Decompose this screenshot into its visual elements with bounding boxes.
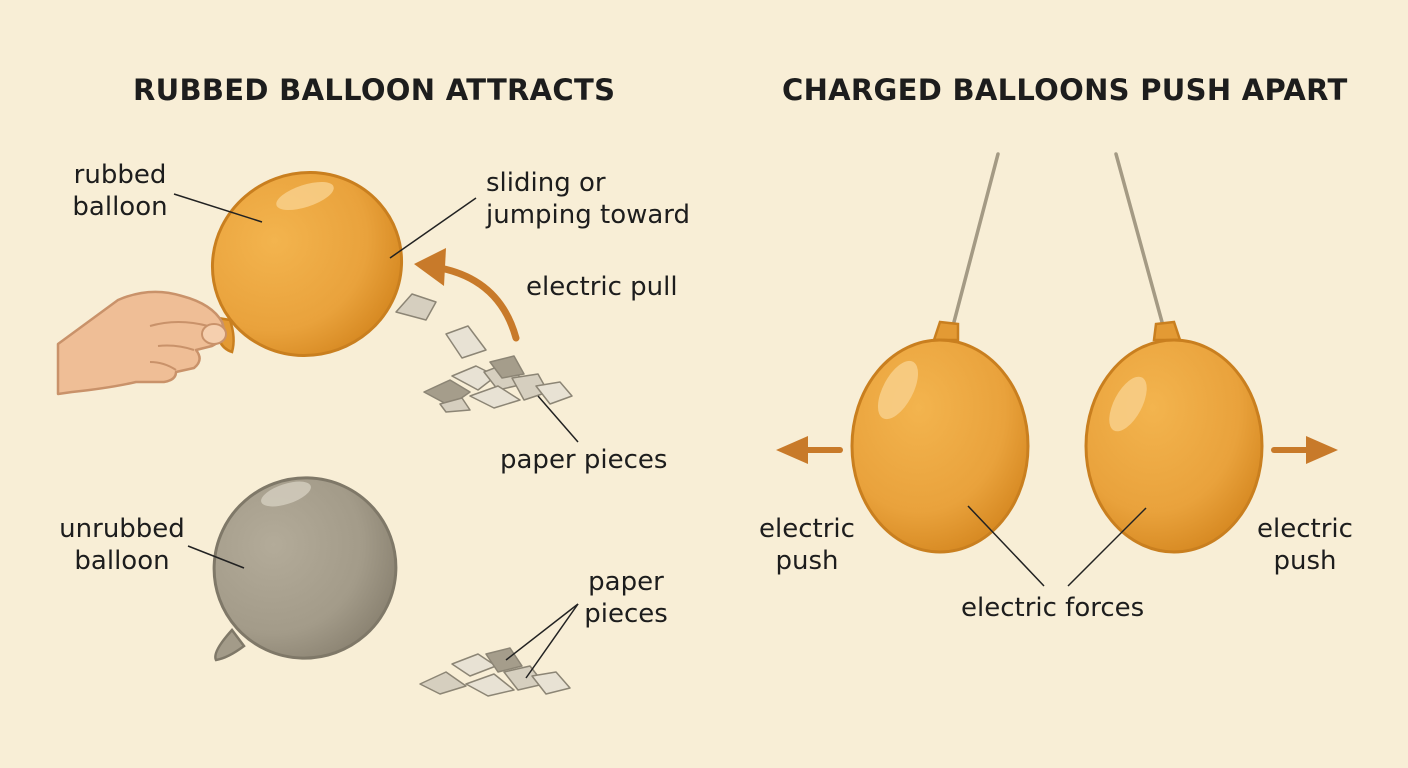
right-panel-title: CHARGED BALLOONS PUSH APART	[782, 73, 1348, 107]
paper-pieces-icon	[395, 293, 573, 413]
arrow-left-icon	[776, 436, 843, 464]
unrubbed-balloon-icon	[212, 476, 398, 662]
sliding-label: sliding or jumping toward	[486, 168, 691, 230]
unrubbed-balloon-label: unrubbed balloon	[59, 514, 185, 576]
paper-pieces-label: paper pieces	[500, 445, 668, 475]
hand-icon	[56, 290, 227, 396]
curved-arrow-icon	[414, 248, 520, 342]
electric-pull-label: electric pull	[526, 272, 678, 302]
electric-push-right-label: electric push	[1257, 514, 1353, 576]
arrow-right-icon	[1271, 436, 1338, 464]
leader-lines	[173, 193, 1147, 679]
string-icon	[952, 152, 1164, 324]
electric-forces-label: electric forces	[961, 593, 1145, 623]
paper-pieces-label-bottom: paper pieces	[584, 567, 668, 629]
electric-push-left-label: electric push	[759, 514, 855, 576]
left-panel-title: RUBBED BALLOON ATTRACTS	[133, 73, 616, 107]
charged-balloon-left-icon	[850, 320, 1030, 554]
rubbed-balloon-icon	[210, 171, 404, 357]
paper-pieces-icon	[419, 647, 571, 697]
rubbed-balloon-label: rubbed balloon	[72, 160, 168, 222]
charged-balloon-right-icon	[1084, 320, 1264, 554]
